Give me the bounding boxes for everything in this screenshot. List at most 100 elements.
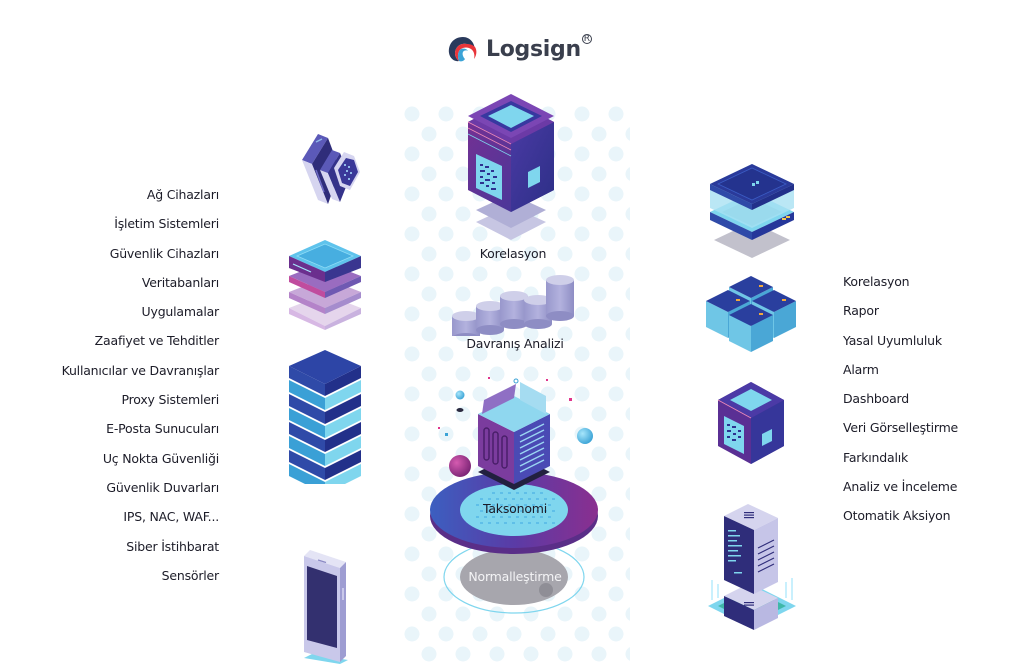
- disc-dot: [504, 522, 507, 524]
- background-dot: [455, 246, 471, 262]
- background-dot: [625, 367, 630, 381]
- disc-dot: [480, 522, 483, 524]
- disc-dot: [504, 498, 507, 500]
- background-dot: [608, 346, 624, 362]
- logo-wordmark: Logsign: [486, 36, 581, 62]
- background-dot: [421, 606, 437, 622]
- disc-dot: [544, 522, 547, 524]
- cube-side: [774, 301, 796, 338]
- cube-led: [736, 299, 740, 301]
- output-item: Korelasyon: [843, 274, 910, 289]
- background-dot: [438, 146, 454, 162]
- disc-dot: [520, 522, 523, 524]
- background-dot: [557, 246, 573, 262]
- background-dot: [608, 506, 624, 522]
- background-dot: [438, 386, 454, 402]
- output-item: Farkındalık: [843, 449, 909, 465]
- background-dot: [506, 346, 522, 362]
- background-dot: [421, 126, 437, 142]
- source-item: Uç Nokta Güvenliği: [102, 450, 219, 466]
- rack-layer-front: [289, 450, 325, 480]
- rack-layer-front: [289, 380, 325, 410]
- background-dot: [557, 446, 573, 462]
- background-dot: [608, 626, 624, 642]
- disc-dot: [508, 504, 511, 506]
- disc-dot: [488, 498, 491, 500]
- server-tower-icon: [708, 504, 796, 630]
- disc-dot: [488, 522, 491, 524]
- disc-dot: [524, 516, 527, 518]
- background-dot: [574, 106, 590, 122]
- disc-dot: [552, 498, 555, 500]
- logsign-logo-icon: [448, 37, 477, 62]
- source-item: Güvenlik Duvarları: [106, 479, 219, 495]
- background-dot: [591, 646, 607, 662]
- background-dot: [404, 586, 420, 602]
- stage-behavior-label: Davranış Analizi: [466, 336, 564, 351]
- background-dot: [523, 246, 539, 262]
- source-item: Proxy Sistemleri: [121, 392, 220, 408]
- output-item: Otomatik Aksiyon: [843, 508, 951, 524]
- cylinder-top: [546, 275, 574, 285]
- cylinder-top: [452, 311, 480, 321]
- background-dot: [523, 646, 539, 662]
- background-dot: [557, 126, 573, 142]
- background-dot: [404, 386, 420, 402]
- background-dot: [574, 146, 590, 162]
- disc-dot: [496, 510, 499, 512]
- disc-dot: [540, 492, 543, 494]
- background-dot: [591, 526, 607, 542]
- source-item: Güvenlik Cihazları: [109, 245, 219, 261]
- source-item: Kullanıcılar ve Davranışlar: [61, 362, 220, 378]
- cube-side: [751, 315, 773, 352]
- background-dot: [472, 626, 488, 642]
- background-dot: [625, 527, 630, 541]
- background-dot: [455, 646, 471, 662]
- disc-dot: [540, 516, 543, 518]
- background-dot: [421, 486, 437, 502]
- cluster-cubes-icon: [706, 276, 796, 352]
- background-dot: [404, 146, 420, 162]
- cube-top: [729, 304, 773, 326]
- background-dot: [574, 626, 590, 642]
- registered-mark: R: [581, 34, 592, 44]
- background-dot: [421, 406, 437, 422]
- cylinder-base: [524, 319, 552, 329]
- disc-dot: [480, 498, 483, 500]
- background-dot: [591, 366, 607, 382]
- background-dot: [421, 526, 437, 542]
- background-dot: [591, 326, 607, 342]
- background-dot: [523, 366, 539, 382]
- storage-box-icon: [710, 164, 794, 258]
- background-dot: [557, 646, 573, 662]
- disc-dot: [532, 504, 535, 506]
- background-dot: [625, 487, 630, 501]
- source-item: IPS, NAC, WAF...: [123, 509, 219, 525]
- background-dot: [472, 226, 488, 242]
- data-sources-list: Ağ Cihazları İşletim Sistemleri Güvenlik…: [20, 184, 220, 594]
- background-dot: [523, 326, 539, 342]
- disc-dot: [492, 516, 495, 518]
- background-dot: [438, 546, 454, 562]
- disc-dot: [544, 510, 547, 512]
- disc-dot: [504, 510, 507, 512]
- background-dot: [404, 506, 420, 522]
- mobile-device-icon: [304, 550, 348, 664]
- rack-layer-side: [325, 366, 361, 396]
- disc-dot: [484, 504, 487, 506]
- background-dot: [438, 626, 454, 642]
- background-dot: [608, 146, 624, 162]
- source-item: Siber İstihbarat: [126, 538, 219, 554]
- background-dot: [591, 206, 607, 222]
- disc-dot: [548, 516, 551, 518]
- background-dot: [557, 166, 573, 182]
- background-dot: [489, 646, 505, 662]
- background-dot: [625, 287, 630, 301]
- background-dot: [625, 567, 630, 581]
- stage-correlation-label: Korelasyon: [479, 246, 547, 261]
- background-dot: [574, 186, 590, 202]
- background-dot: [472, 346, 488, 362]
- background-dot: [540, 226, 556, 242]
- background-dot: [625, 127, 630, 141]
- background-dot: [438, 586, 454, 602]
